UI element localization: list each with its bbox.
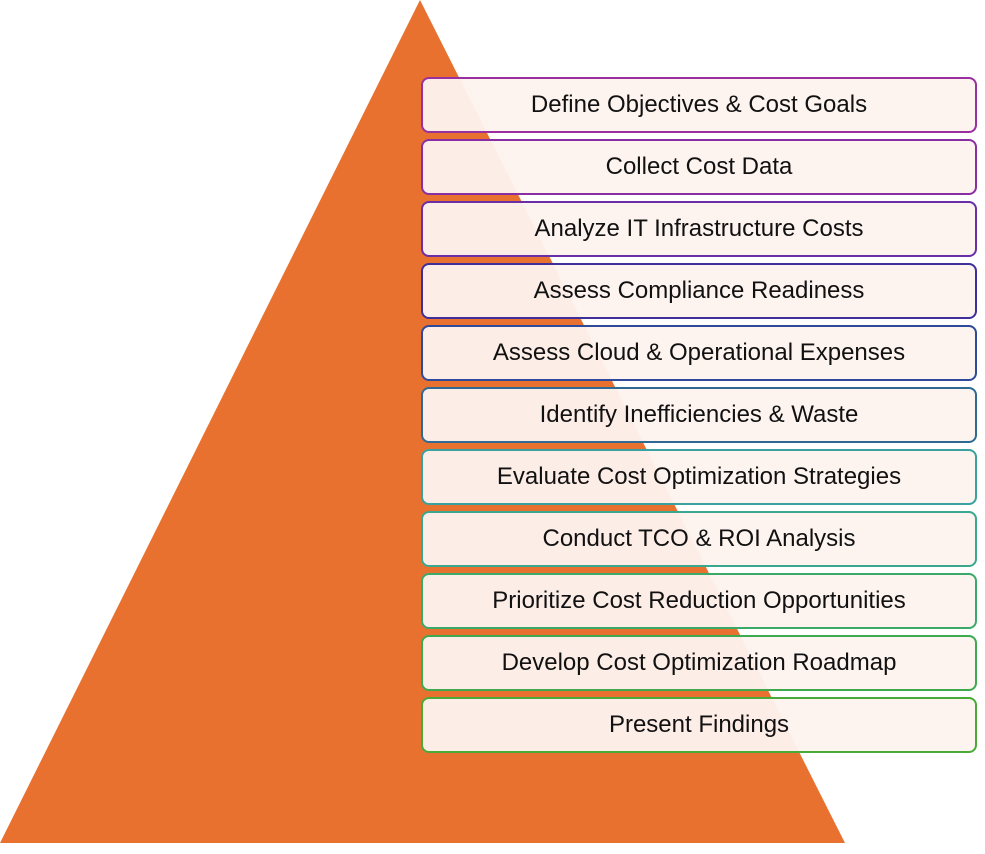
step-tco-roi-analysis: Conduct TCO & ROI Analysis (421, 511, 977, 567)
process-steps-list: Define Objectives & Cost Goals Collect C… (421, 77, 977, 753)
step-collect-cost-data: Collect Cost Data (421, 139, 977, 195)
step-assess-cloud-expenses: Assess Cloud & Operational Expenses (421, 325, 977, 381)
step-analyze-infrastructure-costs: Analyze IT Infrastructure Costs (421, 201, 977, 257)
step-assess-compliance-readiness: Assess Compliance Readiness (421, 263, 977, 319)
step-evaluate-strategies: Evaluate Cost Optimization Strategies (421, 449, 977, 505)
step-develop-roadmap: Develop Cost Optimization Roadmap (421, 635, 977, 691)
step-define-objectives: Define Objectives & Cost Goals (421, 77, 977, 133)
step-identify-inefficiencies: Identify Inefficiencies & Waste (421, 387, 977, 443)
step-prioritize-opportunities: Prioritize Cost Reduction Opportunities (421, 573, 977, 629)
step-present-findings: Present Findings (421, 697, 977, 753)
